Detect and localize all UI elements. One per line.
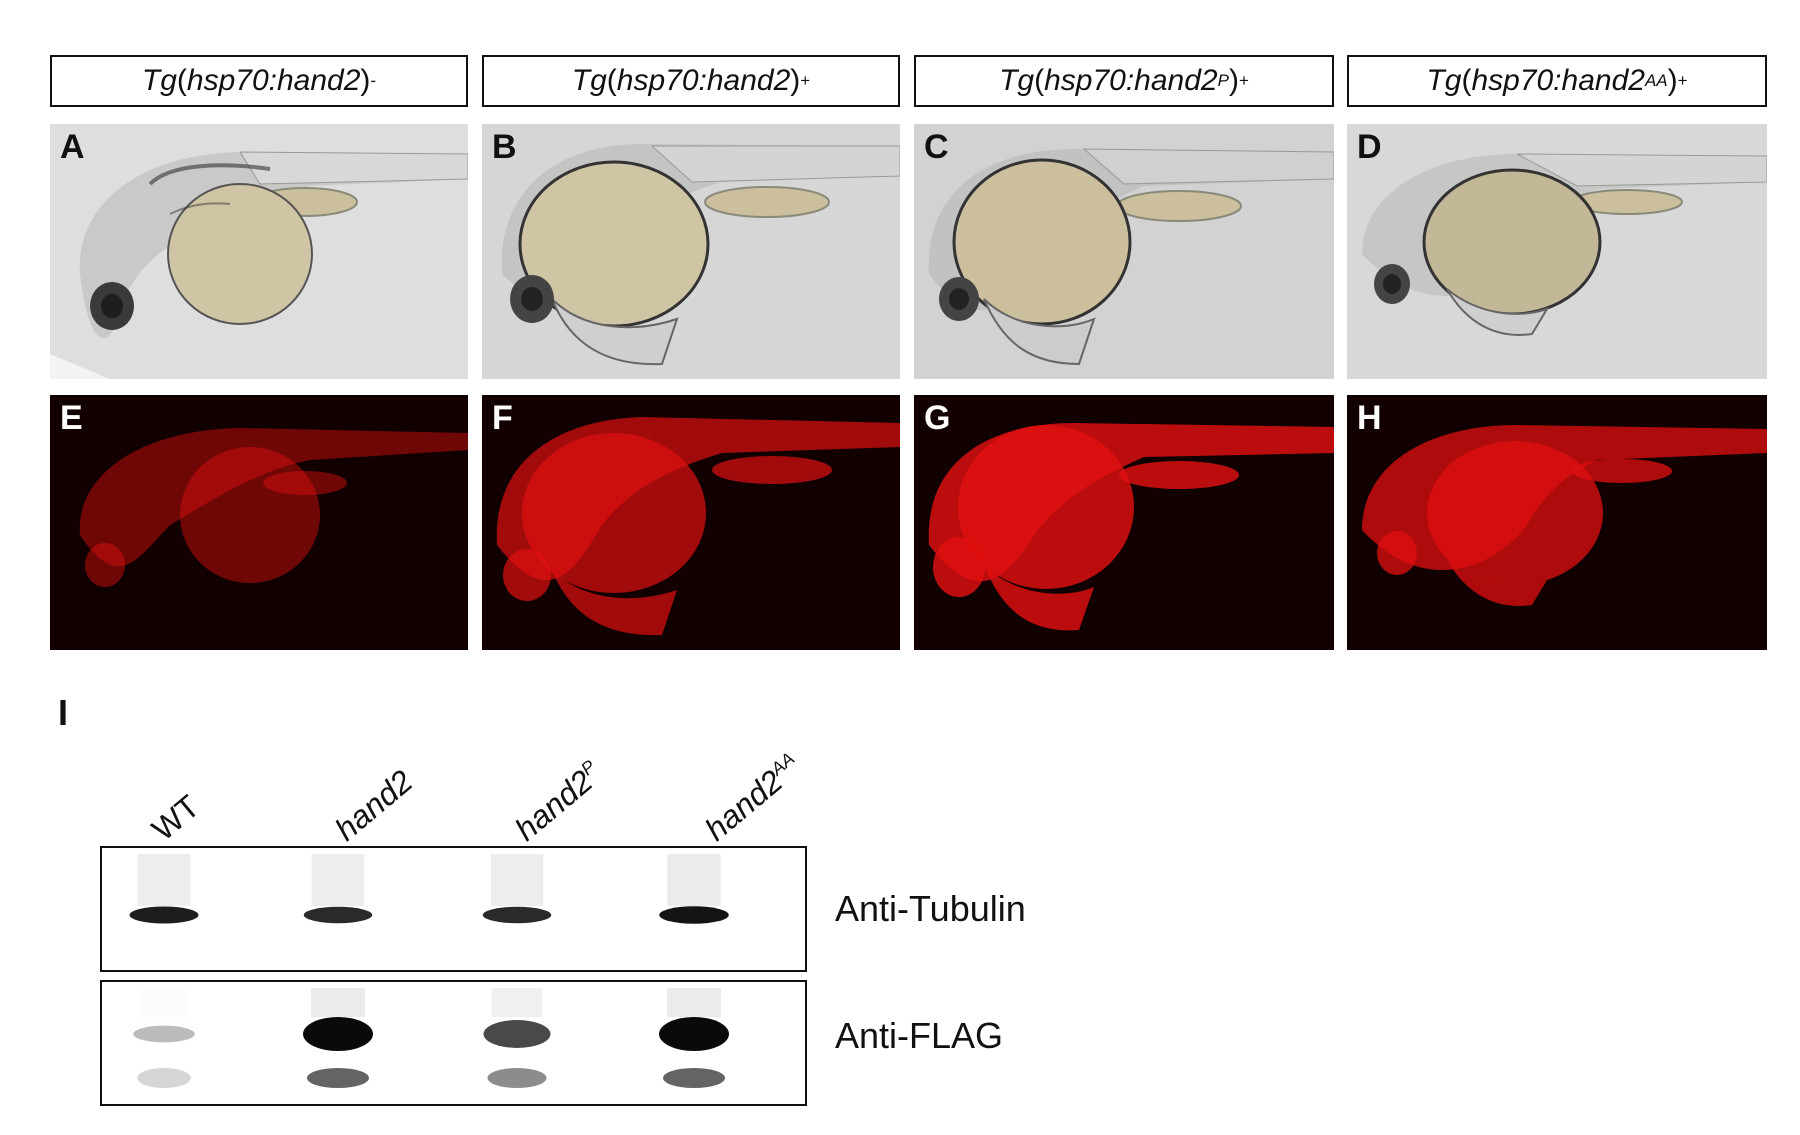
svg-tub-lane-3 <box>482 854 552 924</box>
fluorescence-panel-e: E <box>50 395 468 650</box>
panel-label-f: F <box>492 399 513 437</box>
svg-tub-lane-2 <box>303 854 373 924</box>
svg-flag-lane-1 <box>133 1025 195 1088</box>
brightfield-panel-b: B <box>482 124 900 379</box>
blot-tubulin <box>100 846 807 972</box>
blot-flag <box>100 980 807 1106</box>
panel-label-h: H <box>1357 399 1382 437</box>
brightfield-panel-a: A <box>50 124 468 379</box>
panel-label-e: E <box>60 399 83 437</box>
lane-label-wt: WT <box>145 788 207 848</box>
lane-label-hand2P: hand2P <box>508 756 600 848</box>
panel-label-i: I <box>58 692 69 733</box>
panel-label-d: D <box>1357 128 1382 166</box>
panel-label-g: G <box>924 399 951 437</box>
fluorescence-panel-g: G <box>914 395 1334 650</box>
lane-label-hand2AA: hand2AA <box>698 748 799 848</box>
svg-flag-lane-2 <box>303 988 373 1088</box>
header-hand2-plus: Tg(hsp70:hand2)+ <box>482 55 900 107</box>
brightfield-panel-c: C <box>914 124 1334 379</box>
panel-label-a: A <box>60 128 85 166</box>
lane-label-hand2: hand2 <box>328 762 420 848</box>
antibody-label-flag: Anti-FLAG <box>835 1015 1004 1056</box>
svg-tub-lane-4 <box>659 854 729 924</box>
panel-label-c: C <box>924 128 949 166</box>
antibody-label-tubulin: Anti-Tubulin <box>835 888 1026 929</box>
fluorescence-panel-h: H <box>1347 395 1767 650</box>
svg-flag-lane-3 <box>483 988 551 1088</box>
panel-label-b: B <box>492 128 517 166</box>
svg-tub-lane-1 <box>129 854 199 924</box>
brightfield-panel-d: D <box>1347 124 1767 379</box>
svg-flag-lane-4 <box>659 988 729 1088</box>
header-hand2-minus: Tg(hsp70:hand2)- <box>50 55 468 107</box>
fluorescence-panel-f: F <box>482 395 900 650</box>
